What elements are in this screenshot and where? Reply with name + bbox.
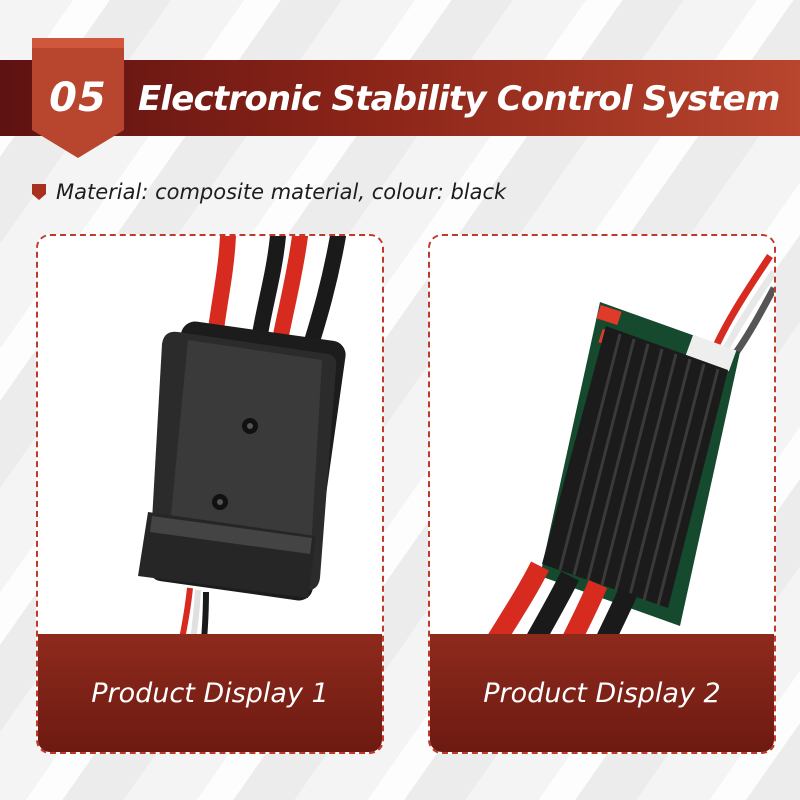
product-photo-heatsink [430, 236, 774, 686]
caption-2: Product Display 2 [483, 677, 721, 709]
caption-bar-2: Product Display 2 [430, 634, 774, 752]
page-title: Electronic Stability Control System [138, 79, 780, 119]
spec-text: Material: composite material, colour: bl… [56, 180, 507, 204]
section-number: 05 [49, 75, 107, 121]
caption-bar-1: Product Display 1 [38, 634, 382, 752]
product-card-1: Product Display 1 [36, 234, 384, 754]
header-banner [0, 60, 800, 136]
product-photo-enclosed [38, 236, 382, 686]
product-card-2: Product Display 2 [428, 234, 776, 754]
caption-1: Product Display 1 [91, 677, 329, 709]
shield-bullet-icon [32, 184, 46, 200]
spec-line: Material: composite material, colour: bl… [32, 174, 506, 210]
number-badge [32, 38, 124, 158]
